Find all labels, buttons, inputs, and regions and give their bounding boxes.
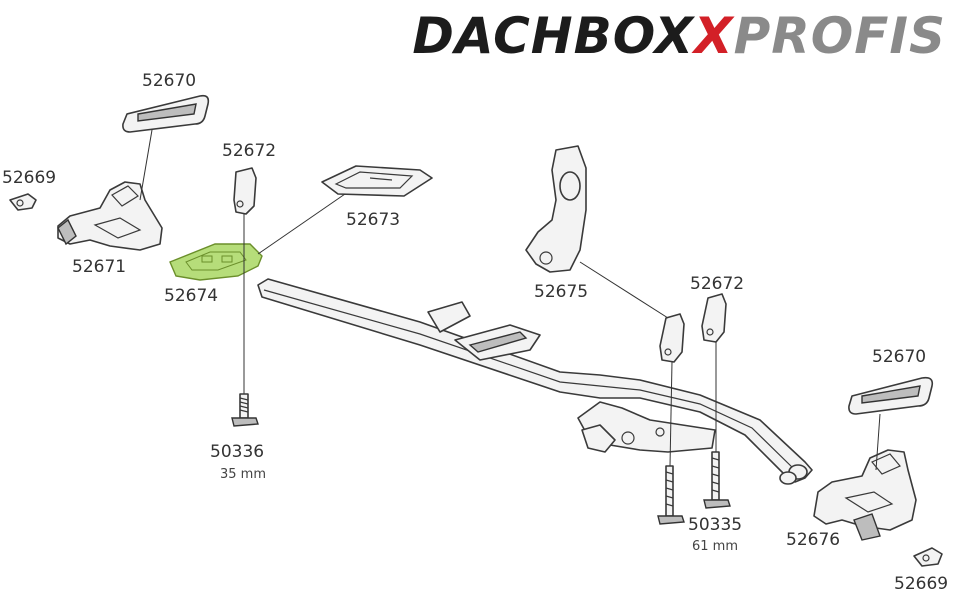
label-52672-right: 52672 <box>690 274 744 294</box>
frame-pad <box>321 165 433 197</box>
adapter-plate-highlighted <box>169 243 263 281</box>
small-clip-left <box>9 193 37 211</box>
label-50336-length: 35 mm <box>220 467 266 482</box>
label-52670-right: 52670 <box>872 347 926 367</box>
bolt-50335-right <box>703 451 731 509</box>
label-52669-right: 52669 <box>894 574 948 594</box>
bolt-50335-left <box>657 465 685 525</box>
label-52676: 52676 <box>786 530 840 550</box>
label-52673: 52673 <box>346 210 400 230</box>
logo-text-x: X <box>694 7 734 65</box>
label-52674: 52674 <box>164 286 218 306</box>
wheel-tray <box>427 301 541 361</box>
wheel-holder-left <box>57 181 163 251</box>
frame-clamp-assembly <box>577 401 716 453</box>
bolt-50336 <box>231 214 259 427</box>
arm-clamp-upper <box>525 145 587 273</box>
end-cap-right-b <box>701 293 727 343</box>
label-50335: 50335 <box>688 515 742 535</box>
label-52670-top: 52670 <box>142 71 196 91</box>
end-cap-right-a <box>659 313 685 363</box>
logo-text-dachbox: DACHBOX <box>412 7 695 65</box>
leader-lines <box>139 129 881 471</box>
wheel-holder-right <box>813 449 917 541</box>
small-clip-right <box>913 547 943 567</box>
wheel-holder-bar <box>257 278 813 485</box>
label-52672-left: 52672 <box>222 141 276 161</box>
label-52671: 52671 <box>72 257 126 277</box>
label-50335-length: 61 mm <box>692 539 738 554</box>
rubber-strap-top <box>122 94 210 133</box>
end-cap-left <box>233 167 257 215</box>
logo-text-profis: PROFIS <box>733 7 946 65</box>
label-50336: 50336 <box>210 442 264 462</box>
label-52669-left: 52669 <box>2 168 56 188</box>
rubber-strap-right <box>848 376 934 415</box>
label-52675: 52675 <box>534 282 588 302</box>
